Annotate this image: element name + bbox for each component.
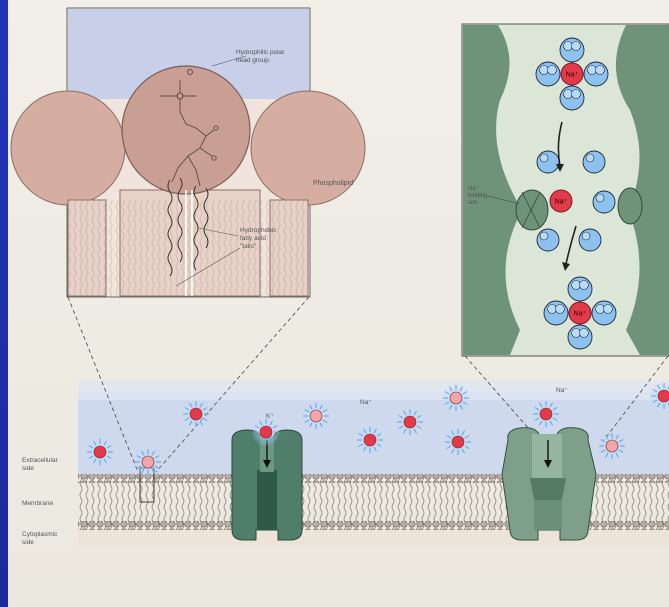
sodium-ion-center-label: Na⁺ <box>555 199 568 206</box>
phospholipid-label: Phospholipid <box>313 180 353 187</box>
hydrated-ion <box>597 431 627 461</box>
sodium-ion-center-label: Na⁺ <box>566 72 579 79</box>
sodium-channel <box>502 428 596 540</box>
hydrated-ion <box>355 425 385 455</box>
sodium-ion-label-1: Na⁺ <box>360 399 372 406</box>
cytoplasmic-side-label: Cytoplasmic side <box>22 531 59 546</box>
sodium-ion-label-2: Na⁺ <box>556 387 568 394</box>
binding-site-right <box>618 188 642 224</box>
binding-site-left <box>516 190 548 230</box>
hydrated-ion <box>441 383 471 413</box>
hydrated-ion <box>395 407 425 437</box>
na-channel-inset: Na⁺ Na⁺ Na⁺ <box>462 24 669 356</box>
sodium-ion-center-label: Na⁺ <box>574 311 587 318</box>
hydrated-ion <box>301 401 331 431</box>
hydrated-ion <box>443 427 473 457</box>
membrane-label: Membrane <box>22 500 53 507</box>
hydrated-ion <box>531 399 561 429</box>
extracellular-side-label: Extracellular side <box>22 457 60 472</box>
hydrated-ion <box>181 399 211 429</box>
potassium-ion-label: K⁺ <box>266 413 274 420</box>
hydrated-ion <box>251 417 281 447</box>
polar-head-group <box>122 66 250 194</box>
hydrated-ion <box>133 447 163 477</box>
phospholipid-inset <box>11 8 365 297</box>
hydrated-ion <box>85 437 115 467</box>
